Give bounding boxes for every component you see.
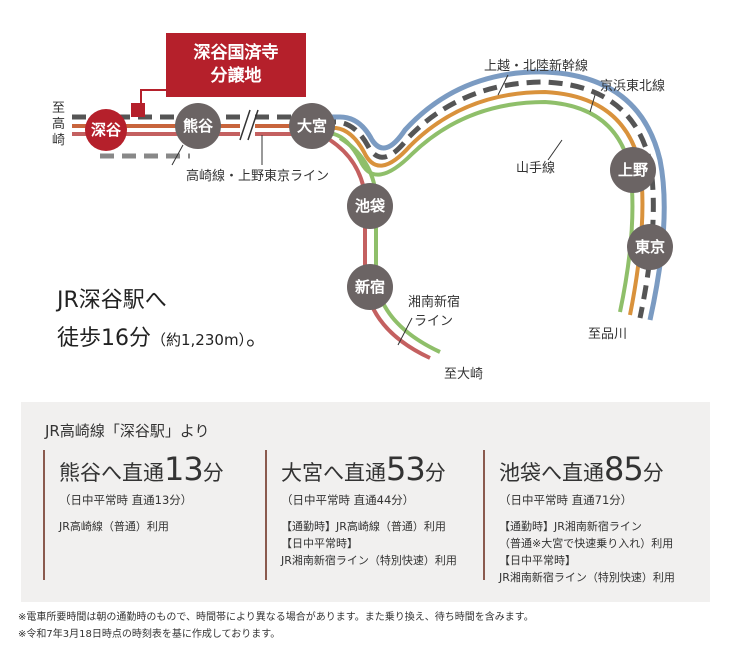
station-fukaya: 深谷 xyxy=(85,109,127,151)
note: JR湘南新宿ライン（特別快速）利用 xyxy=(281,554,457,567)
direction-osaki: 至大崎 xyxy=(444,367,483,382)
unit: 分 xyxy=(202,461,224,485)
svg-text:新宿: 新宿 xyxy=(355,278,385,296)
station-ikebukuro: 池袋 xyxy=(347,183,393,229)
footnote: ※電車所要時間は朝の通勤時のもので、時間帯により異なる場合があります。また乗り換… xyxy=(18,612,534,623)
line-label-shonan-1: 湘南新宿 xyxy=(408,294,460,310)
travel-time-panel: JR高崎線「深谷駅」より 熊谷へ直通13分 （日中平常時 直通13分） JR高崎… xyxy=(21,402,710,602)
title-pre: 池袋へ直通 xyxy=(499,461,604,485)
station-ueno: 上野 xyxy=(610,147,656,193)
column-sub: （日中平常時 直通71分） xyxy=(499,493,633,507)
column-omiya: 大宮へ直通53分 （日中平常時 直通44分） 【通勤時】JR高崎線（普通）利用 … xyxy=(265,450,457,580)
note: 【通勤時】JR湘南新宿ライン xyxy=(499,520,642,533)
walk-period: 。 xyxy=(246,326,269,351)
station-shinjuku: 新宿 xyxy=(347,264,393,310)
svg-text:大宮: 大宮 xyxy=(297,117,327,135)
svg-text:高: 高 xyxy=(52,116,65,132)
column-sub: （日中平常時 直通44分） xyxy=(281,493,415,507)
note: 【日中平常時】 xyxy=(499,554,576,567)
unit: 分 xyxy=(642,461,664,485)
walk-time: 徒歩16分 xyxy=(57,326,151,351)
column-sub: （日中平常時 直通13分） xyxy=(59,493,193,507)
footnote: ※令和7年3月18日時点の時刻表を基に作成しております。 xyxy=(18,629,281,640)
callout-line-2: 分譲地 xyxy=(210,66,262,86)
direction-takasaki: 至 高 崎 xyxy=(52,101,65,148)
site-marker xyxy=(131,103,145,117)
panel-heading: JR高崎線「深谷駅」より xyxy=(45,422,210,440)
direction-shinagawa: 至品川 xyxy=(588,327,627,342)
minutes: 53 xyxy=(386,450,426,488)
footnotes: ※電車所要時間は朝の通勤時のもので、時間帯により異なる場合があります。また乗り換… xyxy=(18,609,534,643)
column-notes: 【通勤時】JR湘南新宿ライン （普通※大宮で快速乗り入れ）利用 【日中平常時】 … xyxy=(499,518,675,586)
column-title: 熊谷へ直通13分 xyxy=(59,450,224,488)
note: JR高崎線（普通）利用 xyxy=(59,520,169,533)
title-pre: 大宮へ直通 xyxy=(281,461,386,485)
walk-line-1: JR深谷駅へ xyxy=(57,288,167,313)
callout-pointer xyxy=(140,89,168,106)
leader-lines xyxy=(171,74,596,346)
svg-text:熊谷: 熊谷 xyxy=(183,117,214,135)
note: 【日中平常時】 xyxy=(281,537,358,550)
line-label-shonan-2: ライン xyxy=(414,314,453,329)
walk-distance: （約1,230m） xyxy=(151,331,247,349)
column-title: 大宮へ直通53分 xyxy=(281,450,457,488)
note: JR湘南新宿ライン（特別快速）利用 xyxy=(499,571,675,584)
column-ikebukuro: 池袋へ直通85分 （日中平常時 直通71分） 【通勤時】JR湘南新宿ライン （普… xyxy=(483,450,675,584)
svg-text:崎: 崎 xyxy=(52,133,65,148)
callout-line-1: 深谷国済寺 xyxy=(193,43,279,63)
column-notes: JR高崎線（普通）利用 xyxy=(59,518,224,535)
svg-text:深谷: 深谷 xyxy=(91,121,122,139)
station-kumagaya: 熊谷 xyxy=(175,103,221,149)
walk-line-2: 徒歩16分（約1,230m）。 xyxy=(57,320,268,359)
station-omiya: 大宮 xyxy=(289,103,335,149)
minutes: 85 xyxy=(604,450,644,488)
svg-text:上野: 上野 xyxy=(618,161,648,179)
svg-text:池袋: 池袋 xyxy=(355,197,386,215)
site-callout: 深谷国済寺 分譲地 xyxy=(166,33,306,97)
line-label-yamanote: 山手線 xyxy=(516,160,555,176)
line-label-keihin-tohoku: 京浜東北線 xyxy=(600,78,665,94)
unit: 分 xyxy=(424,461,446,485)
line-label-shinkansen: 上越・北陸新幹線 xyxy=(484,58,588,74)
note: （普通※大宮で快速乗り入れ）利用 xyxy=(499,537,674,550)
svg-text:至: 至 xyxy=(52,101,65,116)
column-title: 池袋へ直通85分 xyxy=(499,450,675,488)
svg-text:東京: 東京 xyxy=(635,238,665,256)
note: 【通勤時】JR高崎線（普通）利用 xyxy=(281,520,446,533)
walk-info: JR深谷駅へ 徒歩16分（約1,230m）。 xyxy=(57,282,268,359)
route-map: 至 高 崎 深谷 熊谷 大宮 池袋 新宿 上野 東京 高崎線・上野東 xyxy=(52,58,673,382)
column-notes: 【通勤時】JR高崎線（普通）利用 【日中平常時】 JR湘南新宿ライン（特別快速）… xyxy=(281,518,457,569)
line-label-takasaki: 高崎線・上野東京ライン xyxy=(186,168,329,184)
station-tokyo: 東京 xyxy=(627,224,673,270)
title-pre: 熊谷へ直通 xyxy=(59,461,164,485)
minutes: 13 xyxy=(164,450,204,488)
column-kumagaya: 熊谷へ直通13分 （日中平常時 直通13分） JR高崎線（普通）利用 xyxy=(43,450,224,580)
